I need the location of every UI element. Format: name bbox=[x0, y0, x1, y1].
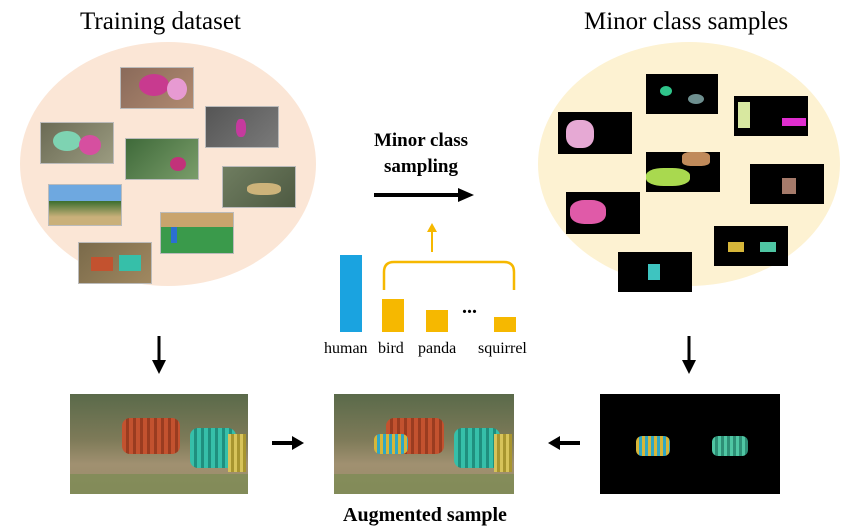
augmented-zebra-image bbox=[334, 394, 514, 494]
bar-squirrel bbox=[494, 317, 516, 332]
augmented-sample-label: Augmented sample bbox=[343, 504, 507, 526]
thumb-field bbox=[160, 212, 234, 254]
label-human: human bbox=[324, 340, 368, 357]
sample-deer-teal bbox=[618, 252, 692, 292]
label-panda: panda bbox=[418, 340, 457, 357]
thumb-zebras-small bbox=[78, 242, 152, 284]
minor-class-samples-title: Minor class samples bbox=[584, 8, 789, 35]
thumb-green-turtles bbox=[40, 122, 114, 164]
sample-birds-teal bbox=[646, 74, 718, 114]
label-squirrel: squirrel bbox=[478, 340, 527, 357]
sampling-arrow bbox=[374, 188, 474, 202]
class-frequency-chart: ... bbox=[330, 248, 530, 332]
thumb-road bbox=[48, 184, 122, 226]
sampling-label-line2: sampling bbox=[384, 156, 458, 177]
training-dataset-circle bbox=[20, 42, 316, 286]
bar-human bbox=[340, 255, 362, 332]
training-dataset-title: Training dataset bbox=[80, 8, 241, 35]
sample-green-lizard bbox=[646, 152, 720, 192]
up-arrow bbox=[427, 223, 437, 252]
sample-zebras bbox=[714, 226, 788, 266]
minor-class-samples-circle bbox=[538, 42, 840, 292]
label-bird: bird bbox=[378, 340, 404, 357]
thumb-lizard bbox=[222, 166, 296, 208]
bar-bird bbox=[382, 299, 404, 332]
thumb-pink-turtles bbox=[120, 67, 194, 109]
right-down-arrow bbox=[682, 336, 696, 374]
left-down-arrow bbox=[152, 336, 166, 374]
sample-pink-objects bbox=[734, 96, 808, 136]
bar-panda bbox=[426, 310, 448, 332]
sample-pink-dog bbox=[558, 112, 632, 154]
minor-class-zebra-masks bbox=[600, 394, 780, 494]
sample-pink-leopard bbox=[566, 192, 640, 234]
sample-deer-brown bbox=[750, 164, 824, 204]
right-to-center-arrow bbox=[548, 436, 580, 450]
minor-class-bracket bbox=[382, 260, 516, 290]
sampling-label: Minor class sampling bbox=[356, 128, 486, 180]
left-to-center-arrow bbox=[272, 436, 304, 450]
bar-ellipsis: ... bbox=[462, 296, 477, 318]
sampling-label-line1: Minor class bbox=[373, 130, 469, 151]
original-zebra-image bbox=[70, 394, 248, 494]
thumb-tree-birds bbox=[125, 138, 199, 180]
thumb-rock-bird bbox=[205, 106, 279, 148]
